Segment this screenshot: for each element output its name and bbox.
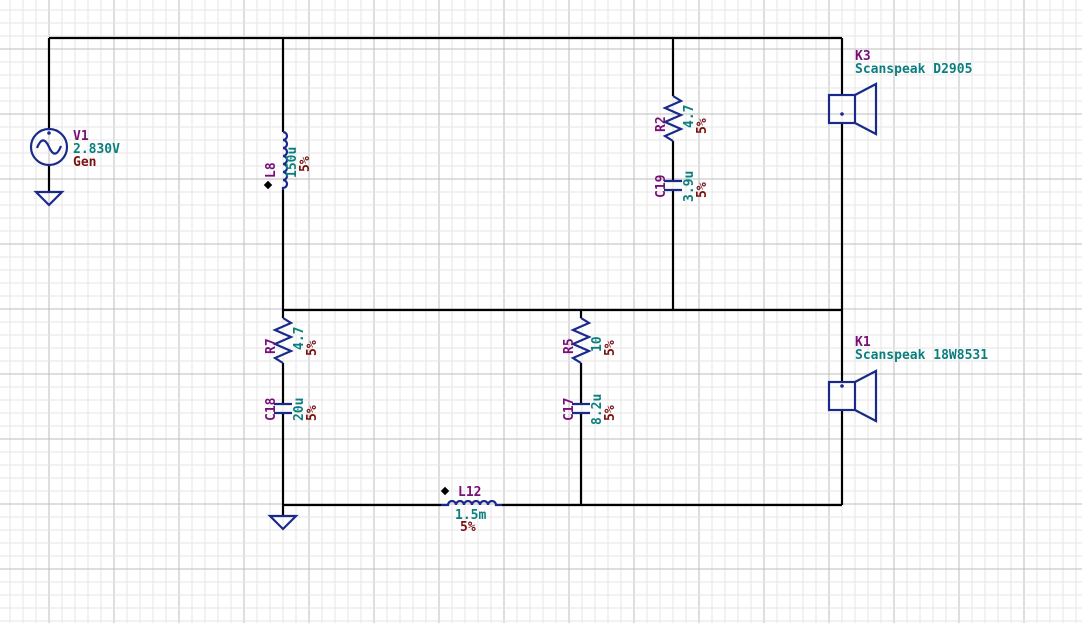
r7-value: 4.7 <box>292 327 307 350</box>
r5-value: 10 <box>590 336 605 352</box>
ground-icon <box>33 190 65 207</box>
r7-ref: R7 <box>264 338 279 354</box>
inductor-l8[interactable]: L8 150u 5% <box>263 130 313 190</box>
r5-tolerance: 5% <box>603 340 618 356</box>
resistor-r2[interactable]: R2 4.7 5% <box>654 95 710 142</box>
speaker-k3[interactable]: K3 Scanspeak D2905 <box>827 49 972 136</box>
l8-ref: L8 <box>264 162 279 178</box>
l8-tolerance: 5% <box>298 156 313 172</box>
speaker-k1[interactable]: K1 Scanspeak 18W8531 <box>827 335 988 423</box>
c19-tolerance: 5% <box>695 182 710 198</box>
r5-ref: R5 <box>562 338 577 354</box>
source-v1[interactable]: V1 2.830V Gen <box>29 127 120 170</box>
capacitor-c19[interactable]: C19 3.9u 5% <box>654 171 710 202</box>
c19-value: 3.9u <box>682 171 697 202</box>
l12-value: 1.5m <box>455 508 486 523</box>
c17-ref: C17 <box>562 398 577 421</box>
r2-ref: R2 <box>654 116 669 132</box>
capacitor-c18[interactable]: C18 20u 5% <box>264 397 320 421</box>
c17-tolerance: 5% <box>603 405 618 421</box>
l12-ref: L12 <box>458 485 481 500</box>
k1-model: Scanspeak 18W8531 <box>855 348 988 363</box>
v1-ref: V1 <box>73 129 89 144</box>
l8-value: 150u <box>285 147 300 178</box>
c19-ref: C19 <box>654 175 669 198</box>
k3-model: Scanspeak D2905 <box>855 62 972 77</box>
resistor-r7[interactable]: R7 4.7 5% <box>264 317 320 364</box>
polarity-dot-icon <box>440 486 450 496</box>
polarity-dot-icon <box>263 180 273 190</box>
resistor-r5[interactable]: R5 10 5% <box>562 317 618 364</box>
r7-tolerance: 5% <box>305 340 320 356</box>
c18-tolerance: 5% <box>305 405 320 421</box>
wires <box>47 36 844 516</box>
c18-value: 20u <box>292 398 307 421</box>
c18-ref: C18 <box>264 397 279 421</box>
c17-value: 8.2u <box>590 394 605 425</box>
k3-ref: K3 <box>855 49 871 64</box>
k1-ref: K1 <box>855 335 871 350</box>
r2-tolerance: 5% <box>695 118 710 134</box>
v1-name: Gen <box>73 155 96 170</box>
capacitor-c17[interactable]: C17 8.2u 5% <box>562 394 618 425</box>
l12-tolerance: 5% <box>460 520 476 535</box>
inductor-l12[interactable]: L12 1.5m 5% <box>440 485 502 535</box>
r2-value: 4.7 <box>682 105 697 128</box>
v1-value: 2.830V <box>73 142 120 157</box>
ground-icon <box>267 514 299 531</box>
